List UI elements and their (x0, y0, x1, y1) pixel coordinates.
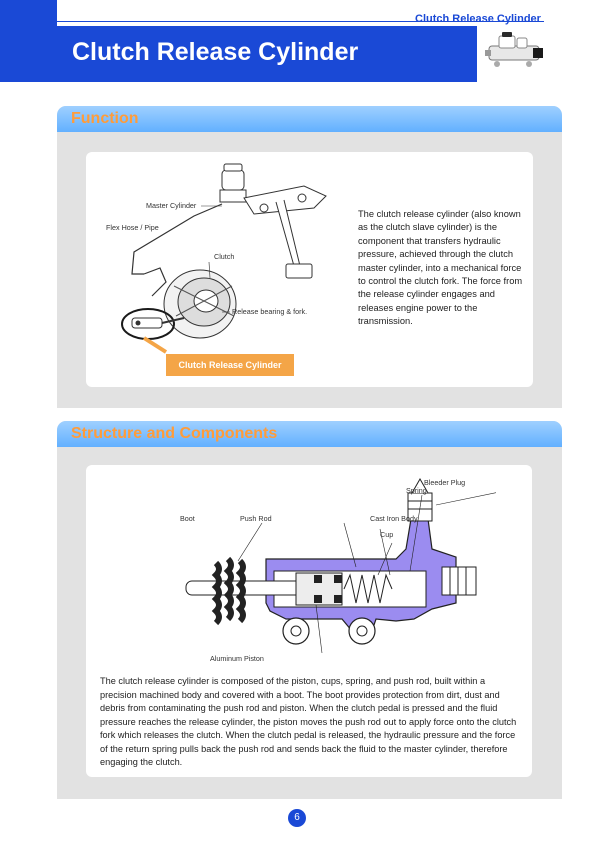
page-title: Clutch Release Cylinder (72, 38, 359, 66)
label-boot: Boot (180, 514, 195, 523)
function-heading: Function (71, 110, 139, 127)
function-section: Function (57, 106, 562, 408)
header-tag: Clutch Release Cylinder (415, 13, 541, 25)
structure-section: Structure and Components (57, 421, 562, 799)
structure-heading: Structure and Components (71, 425, 278, 442)
page-header: Clutch Release Cylinder Clutch Release C… (0, 0, 595, 82)
label-bleeder-plug: Bleeder Plug (424, 478, 465, 487)
label-push-rod: Push Rod (240, 514, 272, 523)
page-number: 6 (288, 809, 306, 827)
release-cylinder-cutaway-diagram: Spring Bleeder Plug Boot Push Rod Cast I… (180, 477, 496, 663)
structure-heading-bar: Structure and Components (57, 421, 562, 447)
master-cylinder-thumbnail-icon (485, 32, 543, 67)
structure-card: Spring Bleeder Plug Boot Push Rod Cast I… (86, 465, 532, 777)
label-aluminum-piston: Aluminum Piston (210, 654, 264, 663)
label-cast-iron-body: Cast Iron Body (370, 514, 418, 523)
label-master-cylinder: Master Cylinder (146, 201, 197, 210)
label-release-bearing: Release bearing & fork. (232, 307, 307, 316)
function-description: The clutch release cylinder (also known … (358, 209, 523, 327)
function-card: Master Cylinder Flex Hose / Pipe Clutch … (86, 152, 533, 387)
label-flex-hose: Flex Hose / Pipe (106, 223, 159, 232)
function-heading-bar: Function (57, 106, 562, 132)
label-clutch: Clutch (214, 252, 234, 261)
label-cup: Cup (380, 530, 393, 539)
header-rule (57, 21, 544, 22)
title-band (57, 26, 477, 82)
callout-clutch-release-cylinder: Clutch Release Cylinder (166, 354, 294, 376)
clutch-system-diagram: Master Cylinder Flex Hose / Pipe Clutch … (106, 163, 327, 354)
header-left-block (0, 0, 57, 82)
label-spring: Spring (406, 486, 427, 495)
structure-description: The clutch release cylinder is composed … (100, 676, 517, 767)
